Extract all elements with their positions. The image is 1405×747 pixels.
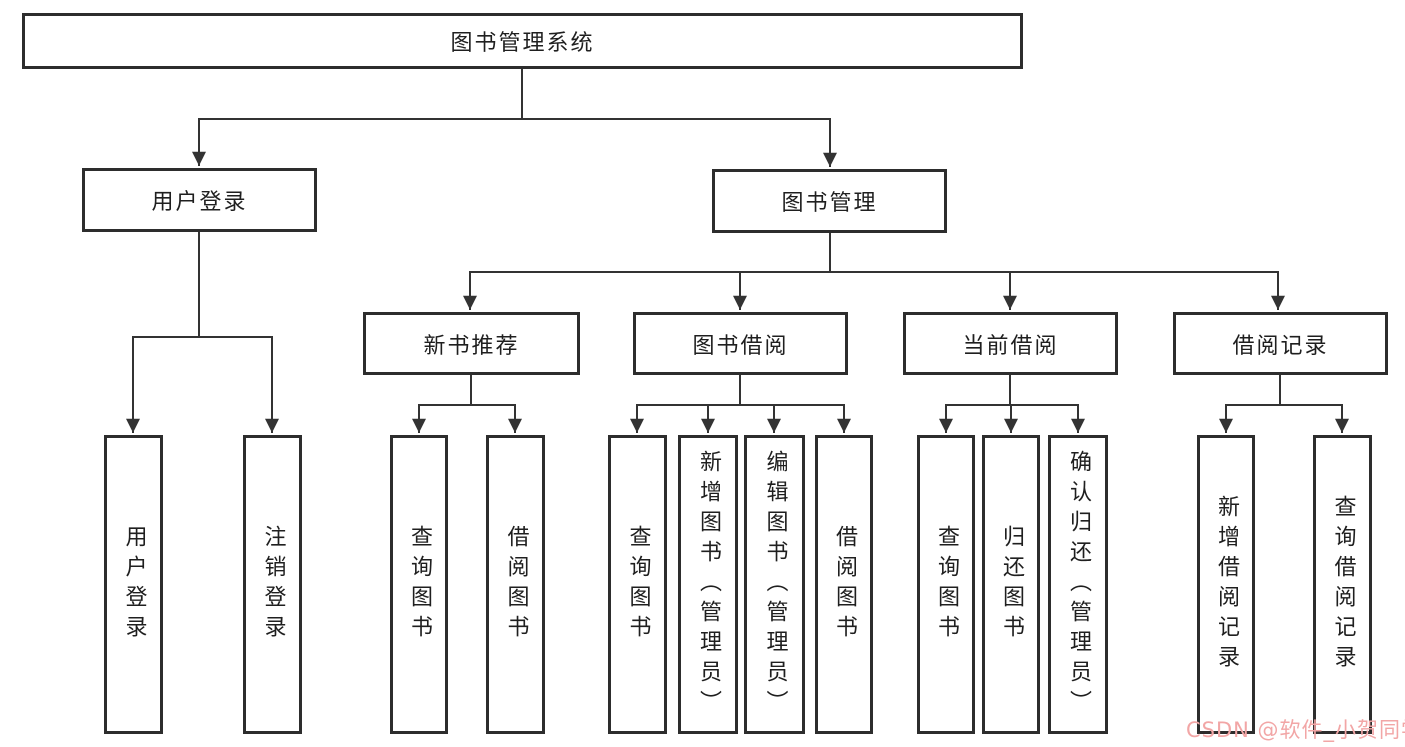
leaf-newbook-borrow-books: 借阅图书: [486, 435, 545, 734]
leaf-borrow-query-books: 查询图书: [608, 435, 667, 734]
leaf-borrow-borrow-books-label: 借阅图书: [832, 524, 857, 645]
node-book-borrowing: 图书借阅: [633, 312, 848, 375]
node-book-management: 图书管理: [712, 169, 947, 233]
leaf-user-login-label: 用户登录: [121, 524, 147, 645]
node-user-login: 用户登录: [82, 168, 317, 232]
node-current-borrowing: 当前借阅: [903, 312, 1118, 375]
node-root-system-label: 图书管理系统: [450, 31, 595, 56]
leaf-borrow-borrow-books: 借阅图书: [815, 435, 873, 734]
leaf-record-query-label: 查询借阅记录: [1330, 494, 1356, 675]
leaf-current-query-books: 查询图书: [917, 435, 975, 734]
leaf-borrow-edit-books-admin: 编辑图书（管理员）: [744, 435, 805, 734]
leaf-record-add: 新增借阅记录: [1197, 435, 1255, 734]
leaf-newbook-query-books-label: 查询图书: [407, 524, 432, 645]
leaf-record-add-label: 新增借阅记录: [1214, 494, 1239, 675]
leaf-logout-label: 注销登录: [260, 524, 286, 645]
node-root-system: 图书管理系统: [22, 13, 1023, 69]
leaf-current-confirm-return-admin-label: 确认归还（管理员）: [1066, 449, 1091, 720]
leaf-borrow-add-books-admin: 新增图书（管理员）: [678, 435, 738, 734]
leaf-borrow-query-books-label: 查询图书: [625, 524, 651, 645]
leaf-record-query: 查询借阅记录: [1313, 435, 1372, 734]
node-book-borrowing-label: 图书借阅: [692, 333, 789, 359]
leaf-current-confirm-return-admin: 确认归还（管理员）: [1048, 435, 1108, 734]
leaf-newbook-borrow-books-label: 借阅图书: [503, 524, 529, 645]
node-user-login-label: 用户登录: [151, 190, 248, 215]
node-new-book-recommend: 新书推荐: [363, 312, 580, 375]
watermark: CSDN @软件_小贺同学: [1186, 718, 1405, 742]
node-borrowing-records: 借阅记录: [1173, 312, 1388, 375]
node-new-book-recommend-label: 新书推荐: [423, 333, 520, 359]
leaf-current-query-books-label: 查询图书: [934, 524, 959, 645]
node-current-borrowing-label: 当前借阅: [962, 333, 1059, 359]
leaf-current-return-books: 归还图书: [982, 435, 1040, 734]
leaf-borrow-add-books-admin-label: 新增图书（管理员）: [696, 449, 721, 720]
leaf-borrow-edit-books-admin-label: 编辑图书（管理员）: [762, 449, 788, 720]
leaf-current-return-books-label: 归还图书: [999, 524, 1024, 645]
node-borrowing-records-label: 借阅记录: [1232, 333, 1329, 359]
leaf-newbook-query-books: 查询图书: [390, 435, 448, 734]
leaf-logout: 注销登录: [243, 435, 302, 734]
node-book-management-label: 图书管理: [781, 191, 878, 216]
leaf-user-login: 用户登录: [104, 435, 163, 734]
